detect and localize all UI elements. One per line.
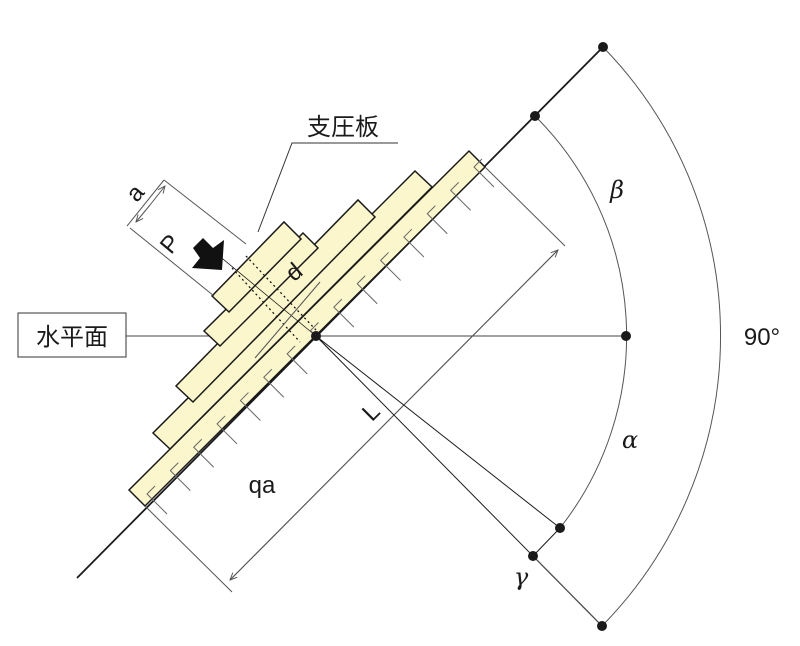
qa-arrow: [286, 345, 308, 375]
d-dimension: [254, 281, 321, 359]
dim-a: [126, 179, 247, 245]
qa-arrow: [169, 462, 191, 491]
arc-outer: [601, 46, 722, 627]
point-horizontal: [621, 331, 631, 341]
point-top-outer: [598, 42, 608, 52]
qa-arrow: [333, 298, 355, 328]
anchor-rod: [231, 255, 317, 343]
label-beta: β: [609, 176, 624, 204]
point-gamma: [528, 551, 538, 561]
label-alpha: α: [622, 426, 638, 454]
qa-arrow: [193, 438, 215, 468]
point-bottom-outer: [597, 621, 607, 631]
qa-arrow: [473, 158, 495, 188]
anchor-axis: [205, 244, 317, 337]
qa-arrow: [216, 415, 238, 445]
point-top-inner: [530, 111, 540, 121]
qa-arrow: [356, 275, 378, 305]
outer-arc-connector: [532, 555, 603, 627]
plate-leader: [257, 142, 398, 233]
label-horizontal-plane: 水平面: [36, 324, 108, 351]
load-arrow: [192, 238, 224, 270]
label-gamma: γ: [514, 563, 529, 591]
point-center: [311, 331, 321, 341]
qa-arrow: [426, 205, 448, 235]
qa-arrow: [403, 228, 425, 258]
label-bearing-plate: 支圧板: [307, 114, 379, 141]
qa-arrow: [146, 485, 168, 515]
qa-arrow: [263, 368, 285, 398]
dim-P-line: [129, 227, 215, 297]
label-90-degrees: 90°: [744, 324, 780, 351]
point-alpha: [555, 523, 565, 533]
arc-inner: [534, 115, 628, 529]
label-qa: qa: [249, 472, 276, 499]
label-P: P: [155, 230, 186, 260]
qa-arrow: [239, 392, 261, 421]
qa-arrow: [379, 252, 401, 281]
plate-2: [151, 169, 434, 451]
horizontal-plane-box: [17, 312, 127, 358]
qa-arrows: [146, 158, 495, 515]
points: [311, 42, 631, 631]
qa-arrow: [449, 182, 471, 211]
